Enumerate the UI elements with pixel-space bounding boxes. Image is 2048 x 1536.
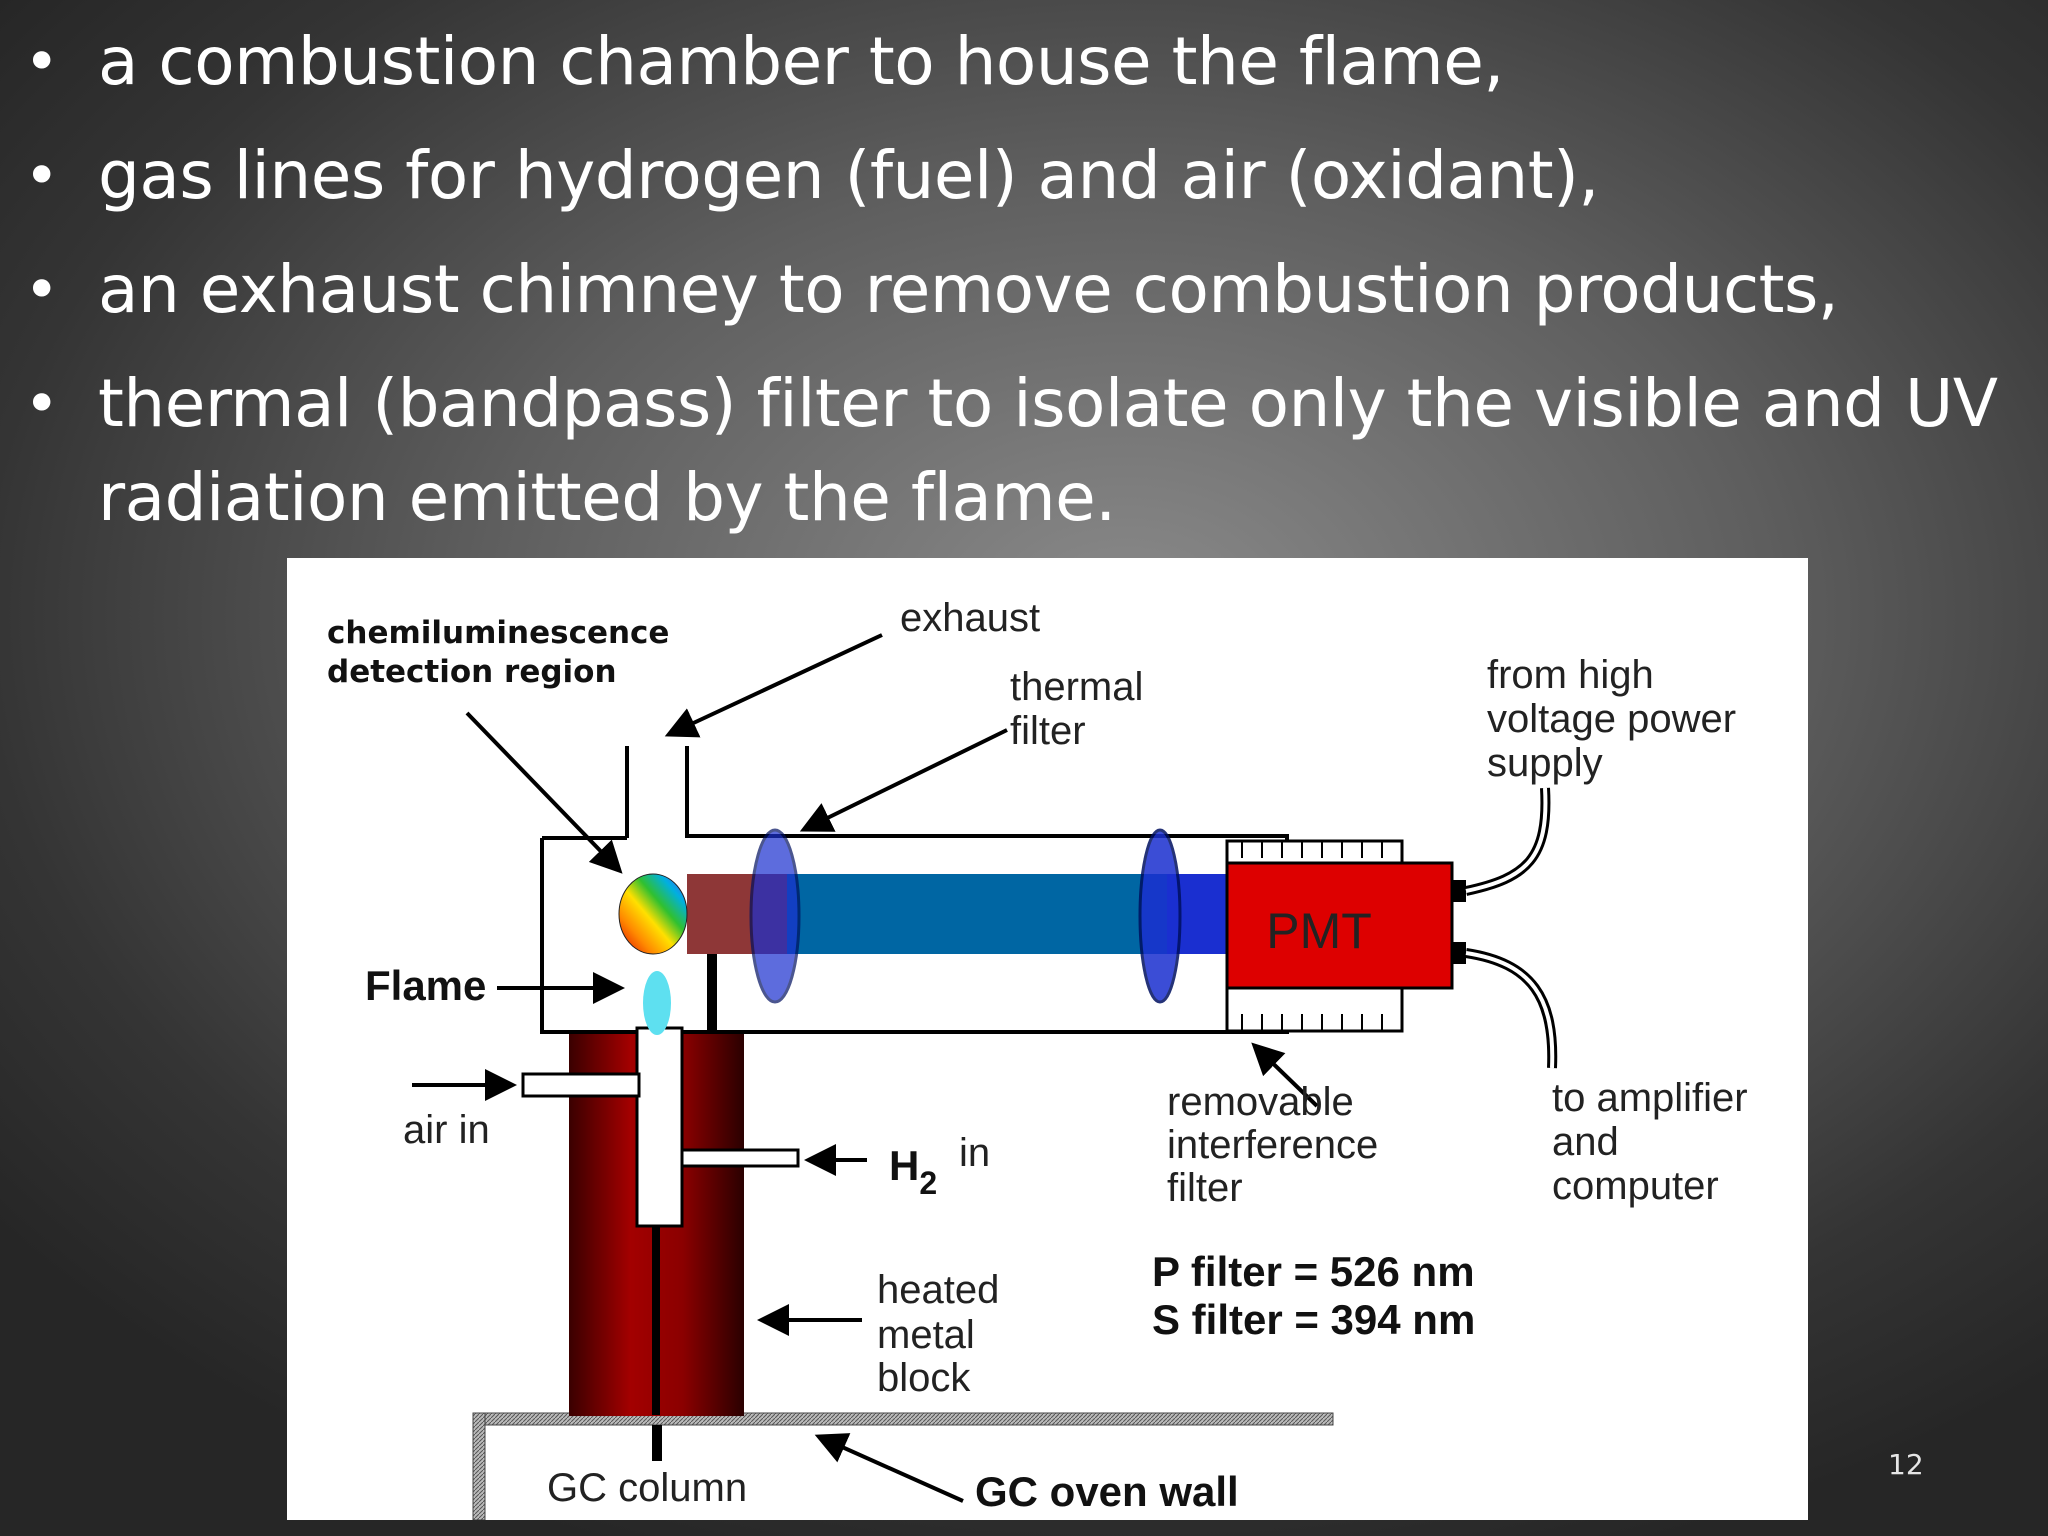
gc-column-stub [652,1425,662,1461]
label-hv-2: voltage power [1487,697,1736,741]
label-region-2: detection region [327,654,617,690]
fpd-diagram-svg: PMT chemiluminescence detection region e… [327,596,1748,1520]
label-amp-1: to amplifier [1552,1076,1748,1120]
label-gc-column: GC column [547,1466,747,1510]
bullet-marker: • [24,369,60,439]
label-air-in: air in [403,1108,490,1152]
pmt-label: PMT [1266,903,1372,959]
label-removable-2: interference [1167,1123,1378,1167]
bullet-marker: • [24,141,60,211]
pmt [1225,861,1454,990]
bullet-marker: • [24,255,60,325]
air-inlet-tube [521,1072,641,1098]
label-heated-3: block [877,1356,971,1400]
label-exhaust: exhaust [900,596,1040,640]
hv-cable [1464,787,1551,896]
flame [643,971,671,1035]
label-thermal-2: filter [1010,709,1086,753]
label-hv-3: supply [1487,741,1603,785]
label-h2: H2 [889,1142,937,1201]
label-hv-1: from high [1487,653,1654,697]
label-p-filter: P filter = 526 nm [1152,1248,1475,1295]
oven-wall-side [472,1412,486,1520]
h2-inlet-tube [680,1148,800,1168]
igniter-rod [707,954,717,1032]
label-amp-3: computer [1552,1164,1719,1208]
label-region-1: chemiluminescence [327,615,669,651]
label-s-filter: S filter = 394 nm [1152,1296,1475,1343]
flame-jet-tube [635,1026,684,1228]
label-heated-1: heated [877,1268,999,1312]
interference-filter-lens [1138,828,1182,1004]
signal-cable [1465,948,1558,1069]
diagram-arrows [412,633,1319,1503]
pmt-housing-fins [1241,841,1383,1031]
label-removable-3: filter [1167,1166,1243,1210]
label-flame: Flame [365,962,486,1009]
label-thermal-1: thermal [1010,665,1143,709]
label-gc-oven-wall: GC oven wall [975,1468,1239,1515]
label-h2-in: in [959,1131,990,1175]
pmt-connector-bottom [1452,942,1466,964]
exhaust-chimney [542,746,689,840]
bullet-4-continuation: radiation emitted by the flame. [98,459,1116,536]
fpd-diagram: PMT chemiluminescence detection region e… [287,558,1808,1520]
label-heated-2: metal [877,1313,975,1357]
bullet-list: • a combustion chamber to house the flam… [0,0,2048,560]
label-removable-1: removable [1167,1080,1354,1124]
bullet-marker: • [24,27,60,97]
label-amp-2: and [1552,1120,1619,1164]
bullet-1: a combustion chamber to house the flame, [98,23,1504,100]
thermal-filter-lens [749,828,801,1004]
bullet-2: gas lines for hydrogen (fuel) and air (o… [98,137,1599,214]
chemiluminescence-glow [618,873,688,955]
slide-number: 12 [1888,1448,1924,1481]
pmt-connector-top [1452,880,1466,902]
bullet-3: an exhaust chimney to remove combustion … [98,251,1839,328]
bullet-4: thermal (bandpass) filter to isolate onl… [98,365,1998,442]
